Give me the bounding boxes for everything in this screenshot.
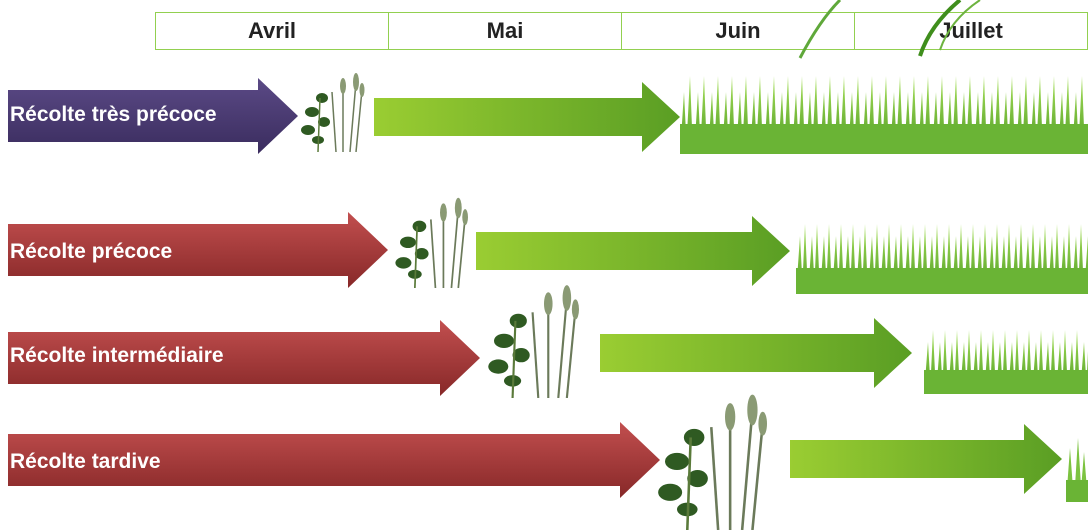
grass-strip-late [1066, 438, 1088, 502]
growth-arrow [600, 318, 912, 388]
month-april: Avril [155, 12, 389, 50]
row-arrow-intermediate [8, 320, 480, 396]
row-arrow-very-early [8, 78, 298, 154]
row-arrow-early [8, 212, 388, 288]
growth-arrow [790, 424, 1062, 494]
month-june: Juin [621, 12, 855, 50]
soy-wheat-plant-icon [395, 197, 468, 288]
month-july: Juillet [854, 12, 1088, 50]
soy-wheat-plant-icon [658, 394, 767, 530]
row-label-late: Récolte tardive [10, 450, 161, 473]
growth-arrow [476, 216, 790, 286]
growth-arrow [374, 82, 680, 152]
month-header: Avril Mai Juin Juillet [155, 12, 1088, 50]
row-arrow-late [8, 422, 660, 498]
row-label-intermediate: Récolte intermédiaire [10, 344, 224, 367]
soy-wheat-plant-icon [488, 285, 579, 398]
row-label-early: Récolte précoce [10, 240, 173, 263]
soy-wheat-plant-icon [301, 73, 365, 152]
month-may: Mai [388, 12, 622, 50]
row-label-very-early: Récolte très précoce [10, 103, 217, 126]
grass-strip-very-early [680, 62, 1088, 154]
grass-strip-early [796, 214, 1088, 294]
grass-strip-intermediate [924, 322, 1088, 394]
grass-blade-decoration [798, 0, 981, 59]
